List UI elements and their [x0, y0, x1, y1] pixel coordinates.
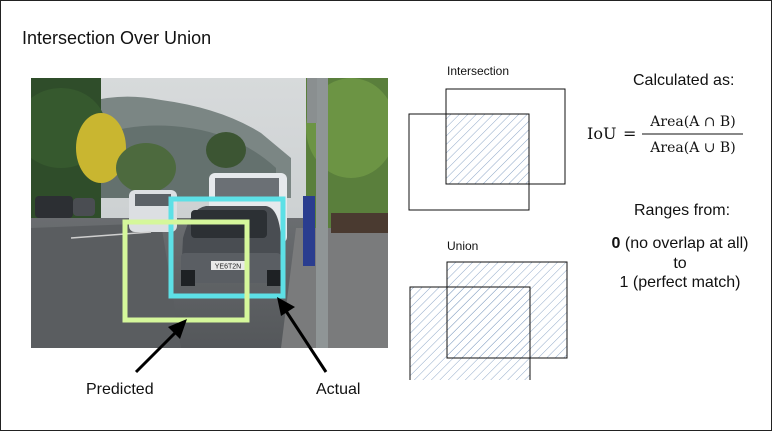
box-a	[408, 113, 530, 211]
predicted-label: Predicted	[86, 381, 154, 398]
box-b	[445, 88, 566, 185]
formula-lhs: IoU	[587, 124, 616, 143]
fence	[331, 213, 388, 233]
intersection-fill	[446, 114, 529, 184]
range-zero-text: (no overlap at all)	[620, 235, 749, 252]
plate-text: YE6T2N	[215, 264, 241, 271]
pole	[316, 78, 328, 348]
plate	[211, 261, 245, 270]
range-to: to	[673, 255, 687, 272]
tree-far	[206, 132, 246, 168]
tree-mid	[116, 143, 176, 193]
street-photo: YE6T2N	[31, 78, 388, 348]
ranges-heading: Ranges from:	[634, 202, 731, 219]
lane-marking	[70, 231, 152, 239]
union-diagram	[409, 261, 568, 380]
white-car-window	[135, 194, 171, 206]
intersection-label: Intersection	[447, 64, 510, 78]
range-zero-value: 0	[611, 235, 621, 252]
range-one: 1 (perfect match)	[619, 274, 741, 291]
intersection-diagram	[408, 88, 566, 211]
sign-box	[307, 78, 317, 123]
actual-box	[168, 196, 286, 299]
slide-title: Intersection Over Union	[22, 28, 212, 48]
wheel-right	[267, 270, 281, 286]
wheel-left	[181, 270, 195, 286]
range-zero: 0 (no overlap at all)	[580, 235, 772, 253]
union-fill-a	[410, 287, 530, 380]
iou-formula: IoU = Area(A ∩ B) Area(A ∪ B)	[587, 114, 743, 156]
formula-numerator: Area(A ∩ B)	[649, 114, 735, 130]
van-window	[215, 178, 279, 198]
parked-car-far	[35, 196, 73, 218]
road-left	[31, 223, 181, 348]
parking-meter	[303, 196, 315, 266]
calculated-heading: Calculated as:	[633, 72, 735, 89]
actual-label: Actual	[316, 381, 361, 398]
union-box-b	[446, 261, 568, 359]
parked-car-far2	[73, 198, 95, 216]
overlap-diagrams	[408, 88, 568, 380]
formula-equals: =	[623, 124, 636, 143]
formula-denominator: Area(A ∪ B)	[649, 140, 735, 156]
sidewalk	[281, 228, 388, 348]
union-box-a	[409, 286, 531, 380]
union-label: Union	[447, 239, 479, 253]
tree-yellow	[76, 113, 126, 183]
